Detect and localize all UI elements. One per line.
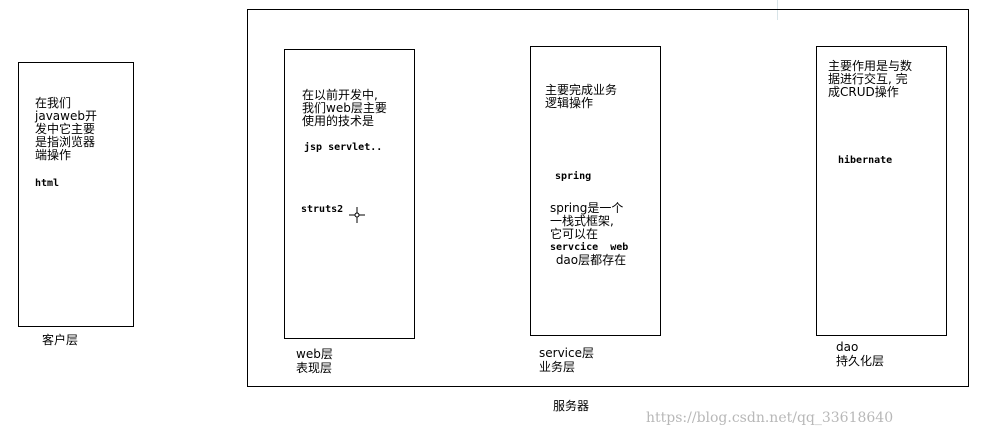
web-desc-line-1: 在以前开发中, bbox=[302, 88, 378, 102]
service-spring-line-5: dao层都存在 bbox=[552, 253, 627, 267]
service-layer-caption-2: 业务层 bbox=[539, 360, 576, 374]
service-spring-line-1: spring是一个 bbox=[550, 201, 624, 215]
client-desc-line-3: 发中它主要 bbox=[35, 122, 96, 136]
dao-tech: hibernate bbox=[838, 155, 893, 166]
dao-layer-caption-1: dao bbox=[836, 340, 859, 354]
web-layer-caption-1: web层 bbox=[296, 347, 333, 361]
service-spring-line-3: 它可以在 bbox=[550, 227, 599, 241]
client-desc-line-5: 端操作 bbox=[35, 148, 72, 162]
dao-layer-box bbox=[816, 46, 947, 336]
web-desc-line-2: 我们web层主要 bbox=[302, 101, 387, 115]
service-desc-line-1: 主要完成业务 bbox=[545, 83, 618, 97]
client-desc-line-1: 在我们 bbox=[35, 96, 72, 110]
web-desc-line-3: 使用的技术是 bbox=[302, 114, 375, 128]
client-layer-caption: 客户层 bbox=[42, 333, 79, 347]
server-caption: 服务器 bbox=[553, 399, 590, 413]
web-layer-box bbox=[284, 49, 415, 339]
service-layer-box bbox=[530, 46, 661, 336]
dao-desc-line-3: 成CRUD操作 bbox=[828, 85, 899, 99]
server-box bbox=[247, 9, 969, 387]
divider-tick bbox=[777, 0, 778, 20]
watermark: https://blog.csdn.net/qq_33618640 bbox=[646, 410, 894, 426]
service-layer-caption-1: service层 bbox=[539, 346, 594, 360]
client-desc-line-4: 是指浏览器 bbox=[35, 135, 96, 149]
client-desc-line-2: javaweb开 bbox=[35, 109, 97, 123]
dao-layer-caption-2: 持久化层 bbox=[836, 354, 885, 368]
web-tech-1: jsp servlet.. bbox=[304, 142, 383, 153]
service-spring-line-2: 一栈式框架, bbox=[550, 214, 614, 228]
crosshair-cursor-icon bbox=[349, 207, 365, 223]
service-desc-line-2: 逻辑操作 bbox=[545, 96, 594, 110]
service-tech: spring bbox=[555, 171, 592, 182]
client-tech: html bbox=[35, 178, 60, 189]
service-spring-line-4: servcice web bbox=[550, 242, 629, 253]
dao-desc-line-2: 据进行交互, 完 bbox=[828, 72, 908, 86]
client-layer-box bbox=[18, 62, 134, 327]
web-layer-caption-2: 表现层 bbox=[296, 361, 333, 375]
web-tech-2: struts2 bbox=[301, 204, 344, 215]
dao-desc-line-1: 主要作用是与数 bbox=[828, 59, 913, 73]
